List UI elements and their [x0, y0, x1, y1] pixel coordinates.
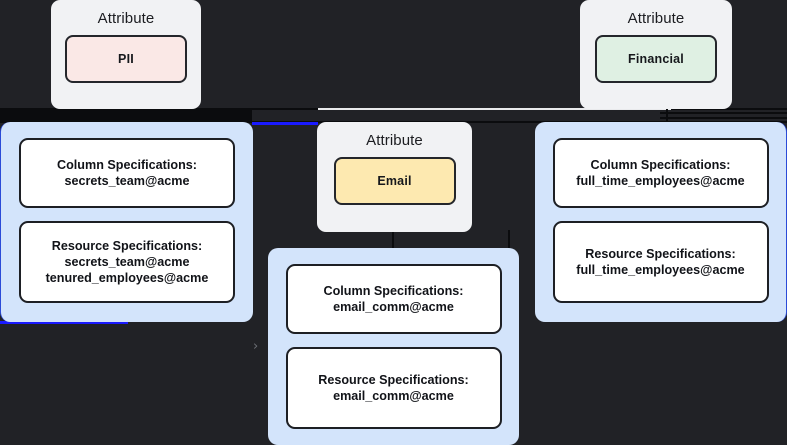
resource-specifications-box[interactable]: Resource Specifications: secrets_team@ac…: [19, 221, 235, 303]
spec-heading: Resource Specifications:: [585, 246, 736, 261]
group-panel-secrets-team[interactable]: Column Specifications: secrets_team@acme…: [0, 122, 253, 322]
attribute-card-title: Attribute: [97, 10, 155, 27]
edge-top-rule-left: [0, 108, 252, 110]
spec-heading: Resource Specifications:: [51, 238, 203, 253]
selection-highlight-bottom: [0, 321, 128, 324]
spec-item: email_comm@acme: [333, 300, 454, 314]
group-panel-full-time-employees[interactable]: Column Specifications: full_time_employe…: [535, 122, 787, 322]
attribute-card-title: Attribute: [366, 132, 423, 149]
group-panel-email-comm[interactable]: Column Specifications: email_comm@acme R…: [268, 248, 519, 445]
connector-stub-email: [392, 228, 394, 250]
attribute-card-title: Attribute: [627, 10, 685, 27]
connector-rule-centerbox: [508, 230, 510, 248]
spec-heading: Column Specifications:: [57, 157, 197, 172]
edge-band-left: [0, 110, 252, 119]
spec-heading: Column Specifications:: [590, 157, 731, 172]
resource-specifications-box[interactable]: Resource Specifications: full_time_emplo…: [552, 221, 769, 303]
spec-item: full_time_employees@acme: [576, 174, 745, 188]
attribute-chip-email[interactable]: Email: [333, 157, 456, 205]
edge-rule-under-left: [0, 119, 252, 121]
edge-rule-right-lower: [660, 117, 787, 119]
spec-item: secrets_team@acme: [64, 254, 190, 269]
connector-stub-pii: [135, 103, 137, 123]
edge-rule-right: [660, 112, 787, 114]
spec-item: email_comm@acme: [333, 389, 454, 403]
column-specifications-box[interactable]: Column Specifications: secrets_team@acme: [19, 138, 235, 208]
column-specifications-box[interactable]: Column Specifications: full_time_employe…: [552, 138, 769, 208]
attribute-card-email[interactable]: Attribute Email: [317, 122, 472, 232]
attribute-chip-financial[interactable]: Financial: [595, 35, 717, 83]
spec-heading: Resource Specifications:: [318, 372, 469, 387]
edge-light-rule-mid: [318, 108, 671, 110]
attribute-chip-pii[interactable]: PII: [65, 35, 187, 83]
column-specifications-box[interactable]: Column Specifications: email_comm@acme: [285, 264, 502, 334]
attribute-card-financial[interactable]: Attribute Financial: [580, 0, 732, 109]
spec-item: tenured_employees@acme: [45, 271, 209, 286]
connector-stub-financial: [666, 103, 668, 123]
spec-item: secrets_team@acme: [64, 174, 190, 188]
spec-heading: Column Specifications:: [323, 283, 464, 298]
chevron-right-icon[interactable]: ›: [253, 339, 259, 354]
spec-item: full_time_employees@acme: [576, 263, 745, 277]
resource-specifications-box[interactable]: Resource Specifications: email_comm@acme: [285, 347, 502, 429]
selection-highlight-top: [252, 122, 318, 125]
attribute-card-pii[interactable]: Attribute PII: [51, 0, 201, 109]
